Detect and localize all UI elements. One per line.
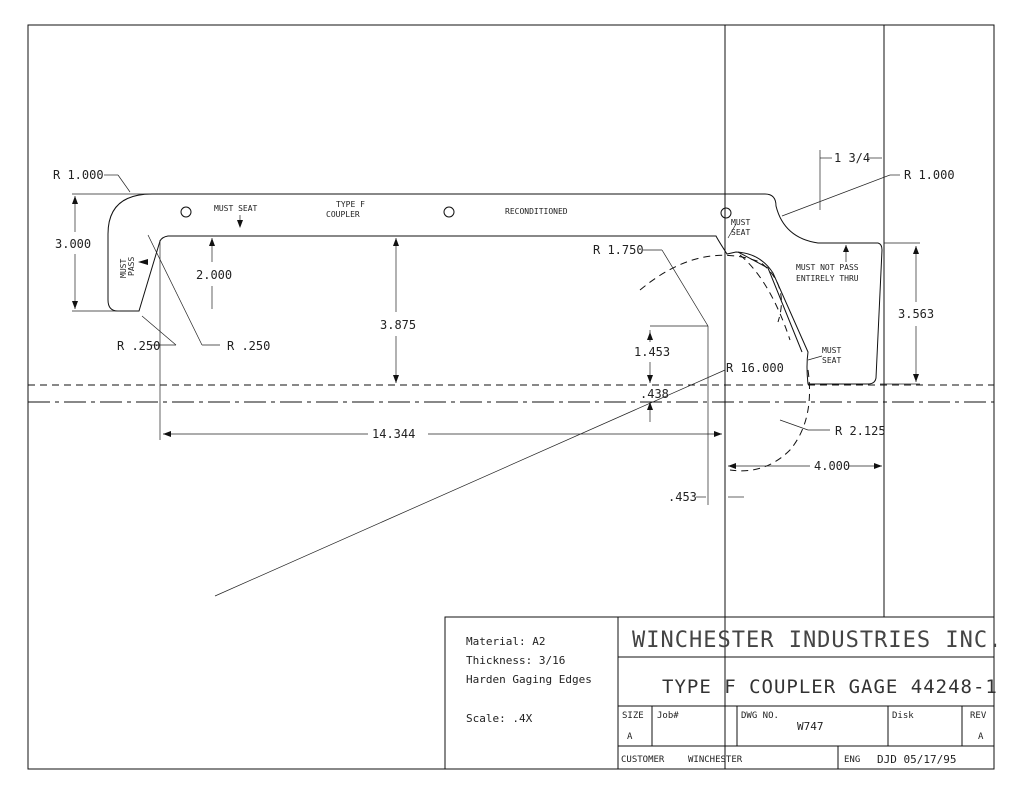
thickness-text: Thickness: 3/16 bbox=[466, 654, 565, 667]
arc-inner-dashed bbox=[739, 254, 791, 341]
hole bbox=[180, 206, 192, 218]
company-name: WINCHESTER INDUSTRIES INC. bbox=[632, 628, 1002, 653]
dim-r-2125: R 2.125 bbox=[835, 424, 886, 438]
arc-r2125-dashed bbox=[729, 369, 811, 472]
dwg-label: DWG NO. bbox=[741, 711, 779, 721]
note-must-not-pass-2: ENTIRELY THRU bbox=[796, 274, 859, 283]
hole bbox=[443, 206, 455, 218]
job-label: Job# bbox=[657, 711, 679, 721]
dim-length-14344: 14.344 bbox=[372, 427, 415, 441]
note-type-f: TYPE F bbox=[336, 200, 365, 209]
note-must-seat-low-1: MUST bbox=[822, 346, 841, 355]
note-must-pass-2: PASS bbox=[127, 257, 136, 276]
dim-r-top-right: R 1.000 bbox=[904, 168, 955, 182]
dimension-lines bbox=[72, 150, 920, 505]
note-reconditioned: RECONDITIONED bbox=[505, 207, 568, 216]
rev-label: REV bbox=[970, 711, 987, 721]
dim-height-2000: 2.000 bbox=[196, 268, 232, 282]
dim-w-4000: 4.000 bbox=[814, 459, 850, 473]
arc-r1750-dashed bbox=[639, 254, 782, 323]
dim-h-438: .438 bbox=[640, 387, 669, 401]
harden-text: Harden Gaging Edges bbox=[466, 673, 592, 686]
dwg-value: W747 bbox=[797, 720, 824, 733]
dim-r250-right: R .250 bbox=[227, 339, 270, 353]
material-text: Material: A2 bbox=[466, 635, 545, 648]
size-value: A bbox=[627, 732, 633, 742]
note-must-seat-top: MUST SEAT bbox=[214, 204, 258, 213]
note-must-seat-mid-1: MUST bbox=[731, 218, 750, 227]
hole bbox=[720, 207, 732, 219]
dim-height-3000: 3.000 bbox=[55, 237, 91, 251]
note-must-seat-mid-2: SEAT bbox=[731, 228, 750, 237]
dim-h-1453: 1.453 bbox=[634, 345, 670, 359]
rev-value: A bbox=[978, 732, 984, 742]
dim-r250-left: R .250 bbox=[117, 339, 160, 353]
gage-outline bbox=[107, 193, 883, 385]
dim-off-453: .453 bbox=[668, 490, 697, 504]
dim-height-3875: 3.875 bbox=[380, 318, 416, 332]
dim-frac-134: 1 3/4 bbox=[834, 151, 870, 165]
note-must-pass-1: MUST bbox=[119, 259, 128, 278]
dim-h-3563: 3.563 bbox=[898, 307, 934, 321]
note-must-seat-low-2: SEAT bbox=[822, 356, 841, 365]
scale-text: Scale: .4X bbox=[466, 712, 533, 725]
dim-r-top-left: R 1.000 bbox=[53, 168, 104, 182]
disk-label: Disk bbox=[892, 711, 914, 721]
customer-value: WINCHESTER bbox=[688, 755, 743, 765]
drawing-title: TYPE F COUPLER GAGE 44248-1 bbox=[662, 676, 998, 698]
customer-label: CUSTOMER bbox=[621, 755, 665, 765]
note-coupler: COUPLER bbox=[326, 210, 360, 219]
note-must-not-pass-1: MUST NOT PASS bbox=[796, 263, 859, 272]
dim-r-16000: R 16.000 bbox=[726, 361, 784, 375]
eng-value: DJD 05/17/95 bbox=[877, 753, 956, 766]
hook-inner-profile bbox=[737, 251, 803, 353]
arrowheads bbox=[72, 196, 919, 469]
size-label: SIZE bbox=[622, 711, 644, 721]
eng-label: ENG bbox=[844, 755, 860, 765]
radius-16-leader bbox=[214, 369, 726, 597]
title-block bbox=[444, 616, 995, 770]
dim-r-1750: R 1.750 bbox=[593, 243, 644, 257]
